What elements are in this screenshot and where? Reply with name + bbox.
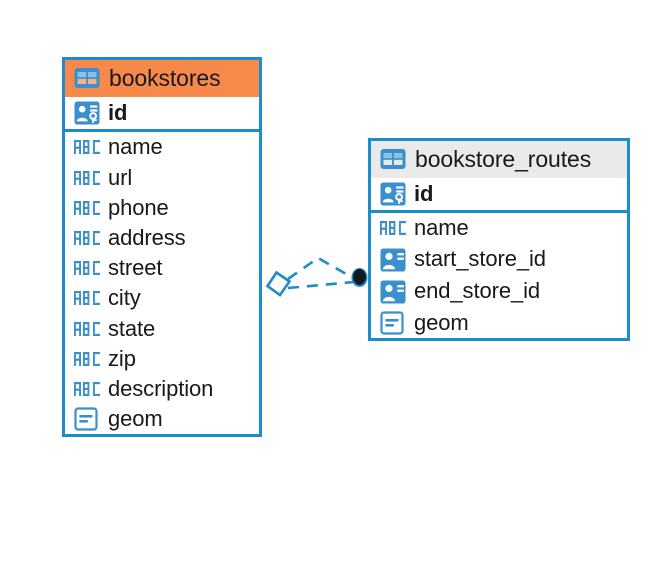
foreign-key-icon: [380, 247, 406, 273]
geometry-icon: [380, 311, 406, 335]
abc-text-icon: [74, 290, 100, 306]
field-row-end-store-id[interactable]: end_store_id: [371, 276, 627, 308]
field-section-bookstore-routes: name start_store_id: [371, 213, 627, 337]
field-row-start-store-id[interactable]: start_store_id: [371, 244, 627, 276]
entity-table-bookstore-routes[interactable]: bookstore_routes id: [368, 138, 630, 341]
table-grid-icon: [380, 148, 406, 170]
abc-text-icon: [380, 220, 406, 236]
field-label: street: [108, 255, 163, 281]
field-row-name[interactable]: name: [65, 132, 259, 162]
entity-title-label: bookstore_routes: [415, 146, 592, 172]
field-row-city[interactable]: city: [65, 283, 259, 313]
field-label: address: [108, 224, 186, 250]
primary-key-icon: [380, 181, 406, 207]
field-row-phone[interactable]: phone: [65, 193, 259, 223]
field-label: description: [108, 375, 214, 401]
relationship-line-upper: [287, 256, 356, 281]
field-row-name[interactable]: name: [371, 213, 627, 243]
abc-text-icon: [74, 381, 100, 397]
field-label: start_store_id: [414, 246, 546, 272]
field-section-bookstores: name u: [65, 132, 259, 434]
abc-text-icon: [74, 321, 100, 337]
field-label: state: [108, 315, 156, 341]
field-label: city: [108, 285, 141, 311]
abc-text-icon: [74, 200, 100, 216]
abc-text-icon: [74, 351, 100, 367]
field-label: url: [108, 164, 133, 190]
field-label: id: [108, 100, 128, 126]
field-row-zip[interactable]: zip: [65, 344, 259, 374]
abc-text-icon: [74, 139, 100, 155]
abc-text-icon: [74, 170, 100, 186]
field-row-id[interactable]: id: [65, 97, 259, 129]
field-label: geom: [108, 406, 163, 432]
field-label: end_store_id: [414, 278, 541, 304]
field-row-geom[interactable]: geom: [65, 404, 259, 434]
tilted-square-marker-icon[interactable]: [265, 270, 292, 297]
filled-circle-marker-icon[interactable]: [351, 268, 368, 287]
field-row-state[interactable]: state: [65, 314, 259, 344]
geometry-icon: [74, 407, 100, 431]
field-label: id: [414, 181, 434, 207]
entity-header-bookstores[interactable]: bookstores: [65, 60, 259, 98]
field-row-url[interactable]: url: [65, 163, 259, 193]
primary-key-icon: [74, 100, 100, 126]
field-row-street[interactable]: street: [65, 253, 259, 283]
relationship-line-lower: [287, 280, 355, 290]
field-row-description[interactable]: description: [65, 374, 259, 404]
abc-text-icon: [74, 260, 100, 276]
entity-title-label: bookstores: [109, 65, 221, 91]
field-label: name: [108, 134, 163, 160]
field-label: geom: [414, 309, 469, 335]
entity-table-bookstores[interactable]: bookstores id: [62, 57, 262, 438]
field-label: name: [414, 215, 469, 241]
foreign-key-icon: [380, 279, 406, 305]
field-label: zip: [108, 345, 136, 371]
pk-section-bookstores: id: [65, 97, 259, 133]
field-row-geom[interactable]: geom: [371, 308, 627, 338]
entity-header-bookstore-routes[interactable]: bookstore_routes: [371, 141, 627, 179]
field-row-id[interactable]: id: [371, 178, 627, 210]
table-grid-icon: [74, 67, 100, 89]
abc-text-icon: [74, 230, 100, 246]
pk-section-bookstore-routes: id: [371, 178, 627, 214]
field-label: phone: [108, 194, 169, 220]
field-row-address[interactable]: address: [65, 223, 259, 253]
